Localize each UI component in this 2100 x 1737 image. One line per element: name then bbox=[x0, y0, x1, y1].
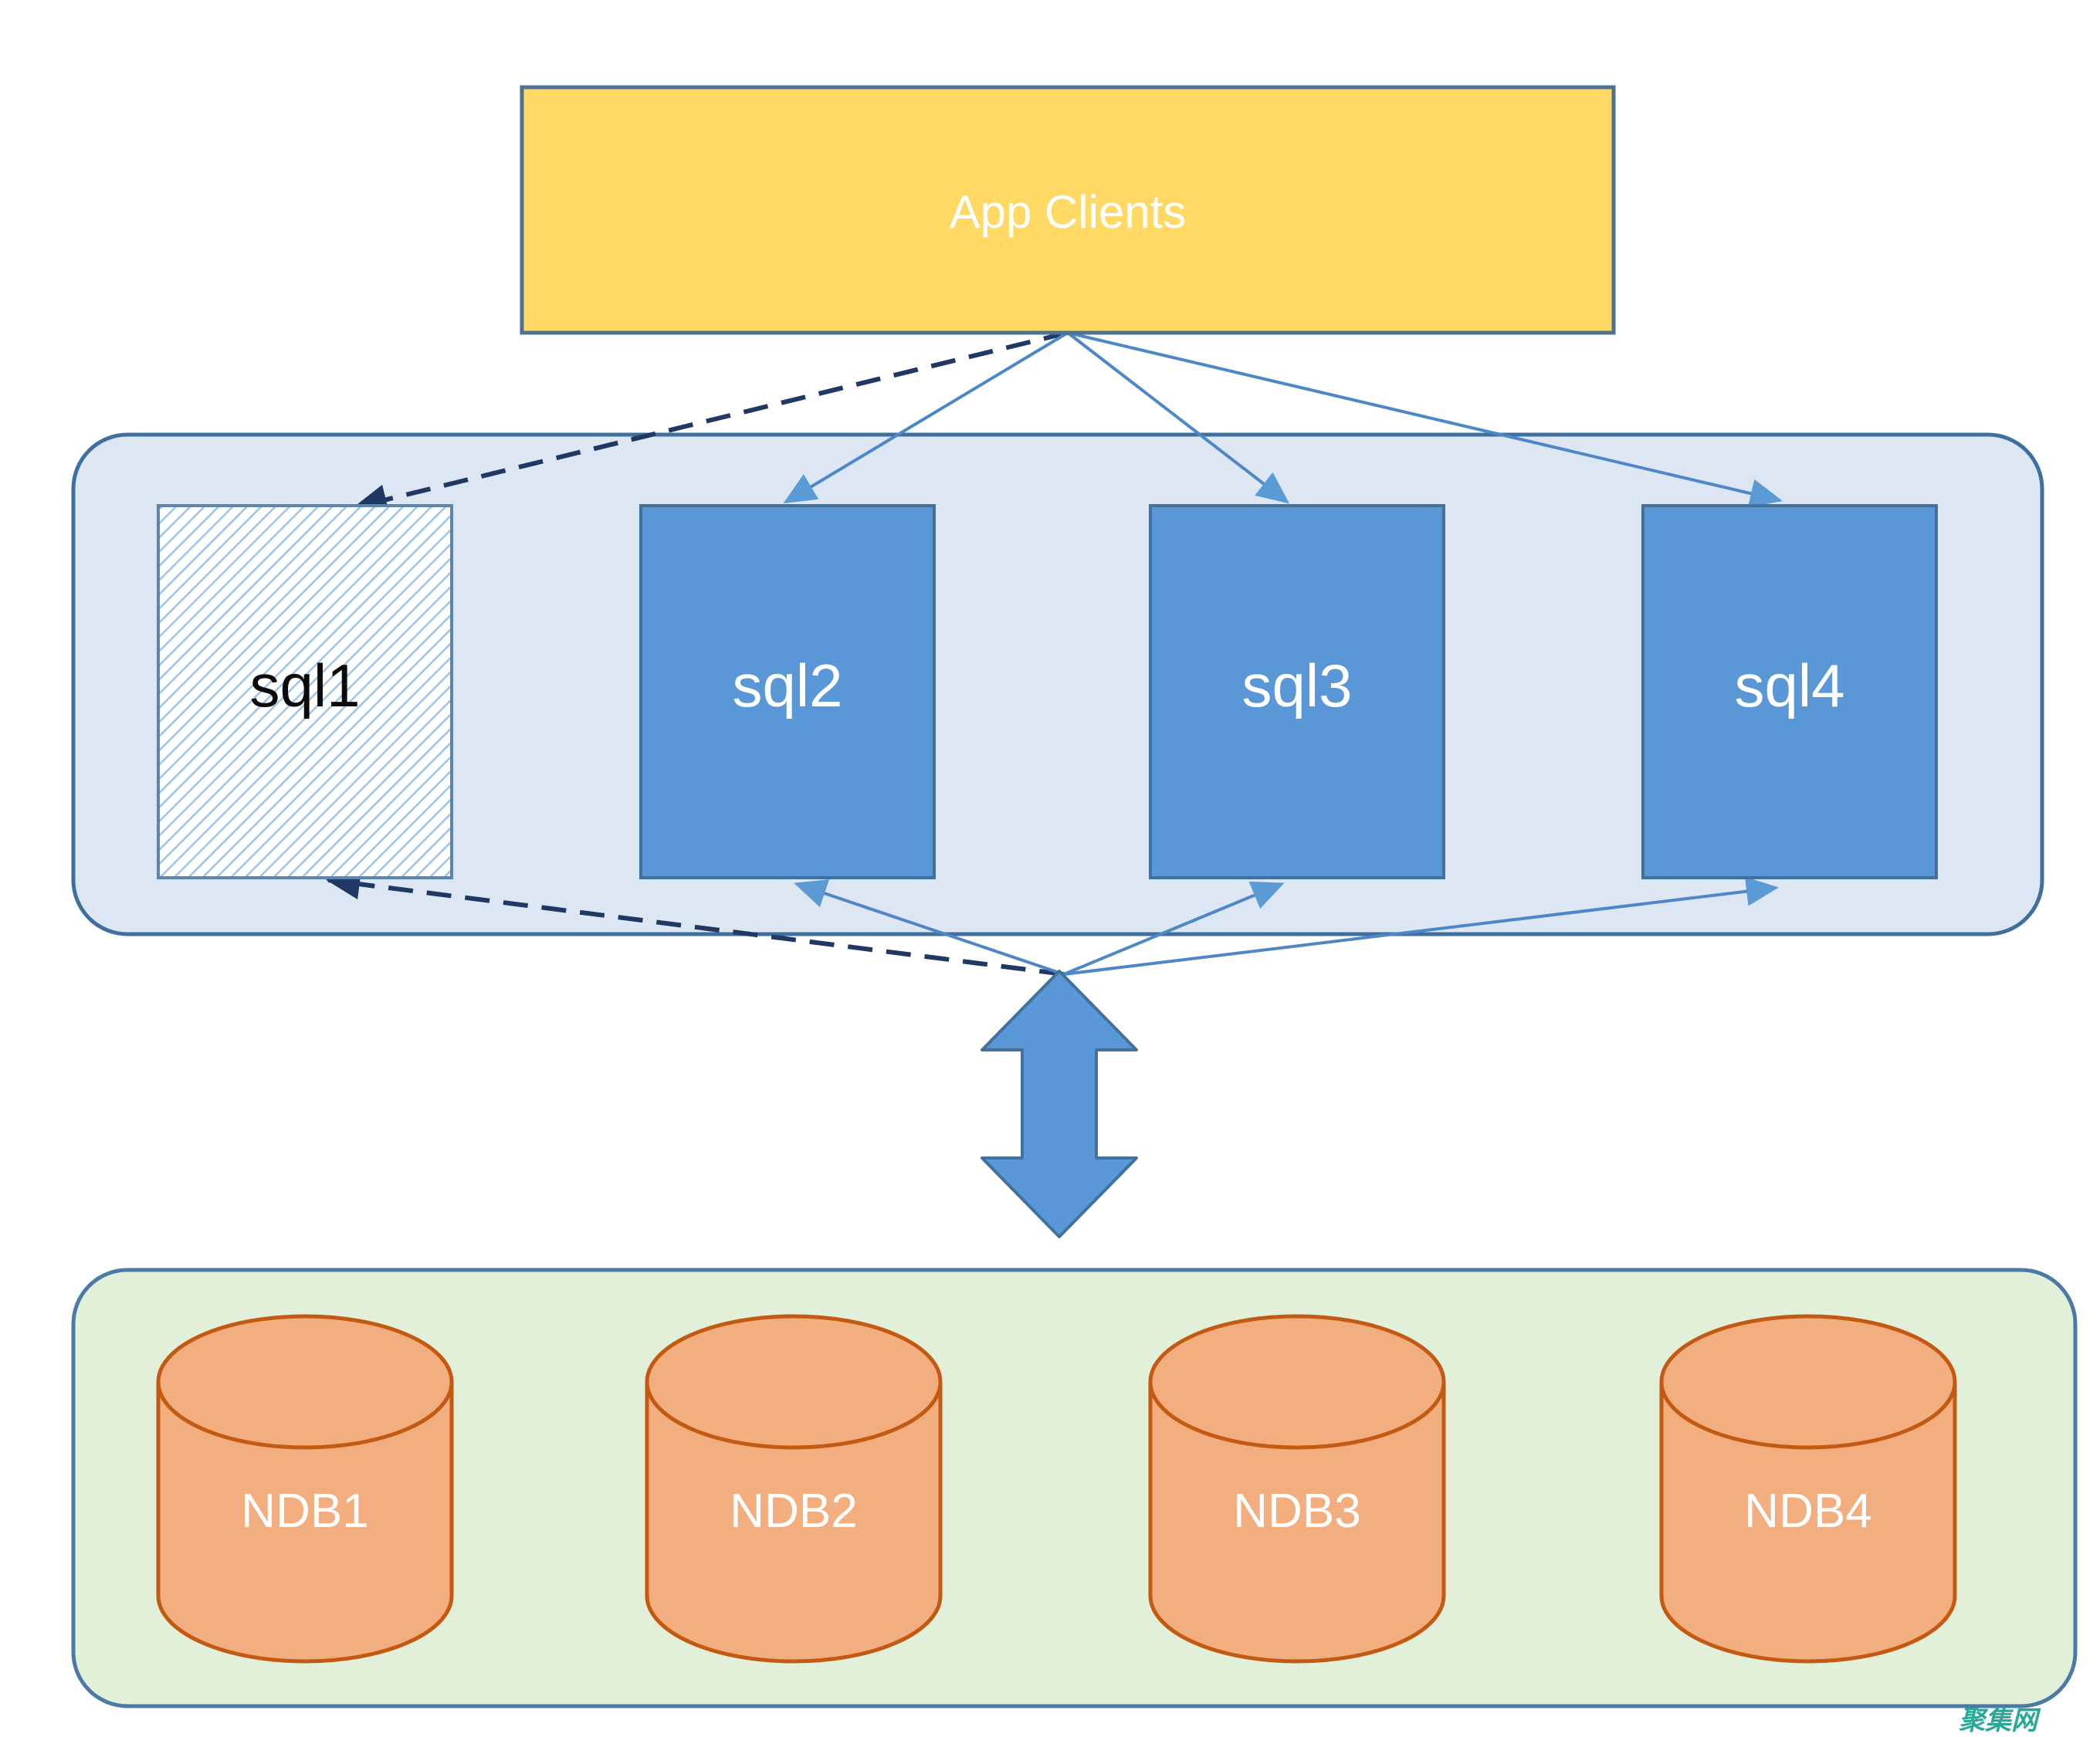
sql4-label: sql4 bbox=[1734, 652, 1844, 720]
ndb1-label: NDB1 bbox=[241, 1485, 368, 1538]
app-clients-node: App Clients bbox=[520, 85, 1616, 335]
ndb-node-ndb1: NDB1 bbox=[156, 1314, 454, 1664]
arrow-appclients-to-sql4 bbox=[1067, 331, 1783, 508]
sql-node-sql3: sql3 bbox=[1149, 504, 1445, 879]
ndb-node-ndb2: NDB2 bbox=[645, 1314, 943, 1664]
arrow-appclients-to-sql1 bbox=[353, 330, 1069, 515]
sql3-label: sql3 bbox=[1241, 652, 1352, 720]
sql4-box bbox=[1641, 504, 1938, 879]
ndb-node-ndb3: NDB3 bbox=[1148, 1314, 1446, 1664]
sql-node-sql2: sql2 bbox=[639, 504, 936, 879]
sql1-label: sql1 bbox=[249, 652, 360, 720]
app-clients-label: App Clients bbox=[950, 186, 1187, 238]
sql2-label: sql2 bbox=[732, 652, 842, 720]
ndb-tier-container bbox=[71, 1268, 2078, 1708]
sql-node-sql1: sql1 bbox=[157, 504, 453, 879]
sql-tier-container bbox=[71, 432, 2044, 936]
sql-node-sql4: sql4 bbox=[1641, 504, 1938, 879]
sql2-box bbox=[639, 504, 936, 879]
ndb4-cylinder-body bbox=[1659, 1382, 1957, 1664]
app-to-sql-arrows bbox=[353, 330, 1783, 515]
ndb4-label: NDB4 bbox=[1744, 1485, 1871, 1538]
arrow-ndblink-to-sql2 bbox=[794, 879, 1065, 976]
arrow-ndblink-to-sql3 bbox=[1063, 882, 1285, 976]
arrow-ndblink-to-sql4 bbox=[1063, 876, 1779, 976]
ndb3-cylinder-top bbox=[1148, 1314, 1446, 1450]
ndb-to-sql-arrows bbox=[326, 868, 1779, 977]
ndb3-label: NDB3 bbox=[1233, 1485, 1360, 1538]
ndb3-cylinder-body bbox=[1148, 1382, 1446, 1664]
ndb4-cylinder-top bbox=[1659, 1314, 1957, 1450]
arrow-appclients-to-sql3 bbox=[1066, 331, 1290, 504]
sql1-box bbox=[157, 504, 453, 879]
ndb1-cylinder-body bbox=[156, 1382, 454, 1664]
ndb2-cylinder-body bbox=[645, 1382, 943, 1664]
watermark-text: 聚集网 bbox=[1959, 1706, 2041, 1735]
ndb2-cylinder-top bbox=[645, 1314, 943, 1450]
updown-double-arrow bbox=[981, 970, 1138, 1238]
ndb2-label: NDB2 bbox=[730, 1485, 857, 1538]
arrow-appclients-to-sql2 bbox=[783, 331, 1069, 504]
sql3-box bbox=[1149, 504, 1445, 879]
arrow-ndblink-to-sql1 bbox=[326, 868, 1065, 977]
ndb1-cylinder-top bbox=[156, 1314, 454, 1450]
ndb-node-ndb4: NDB4 bbox=[1659, 1314, 1957, 1664]
app-clients-box bbox=[520, 85, 1616, 335]
